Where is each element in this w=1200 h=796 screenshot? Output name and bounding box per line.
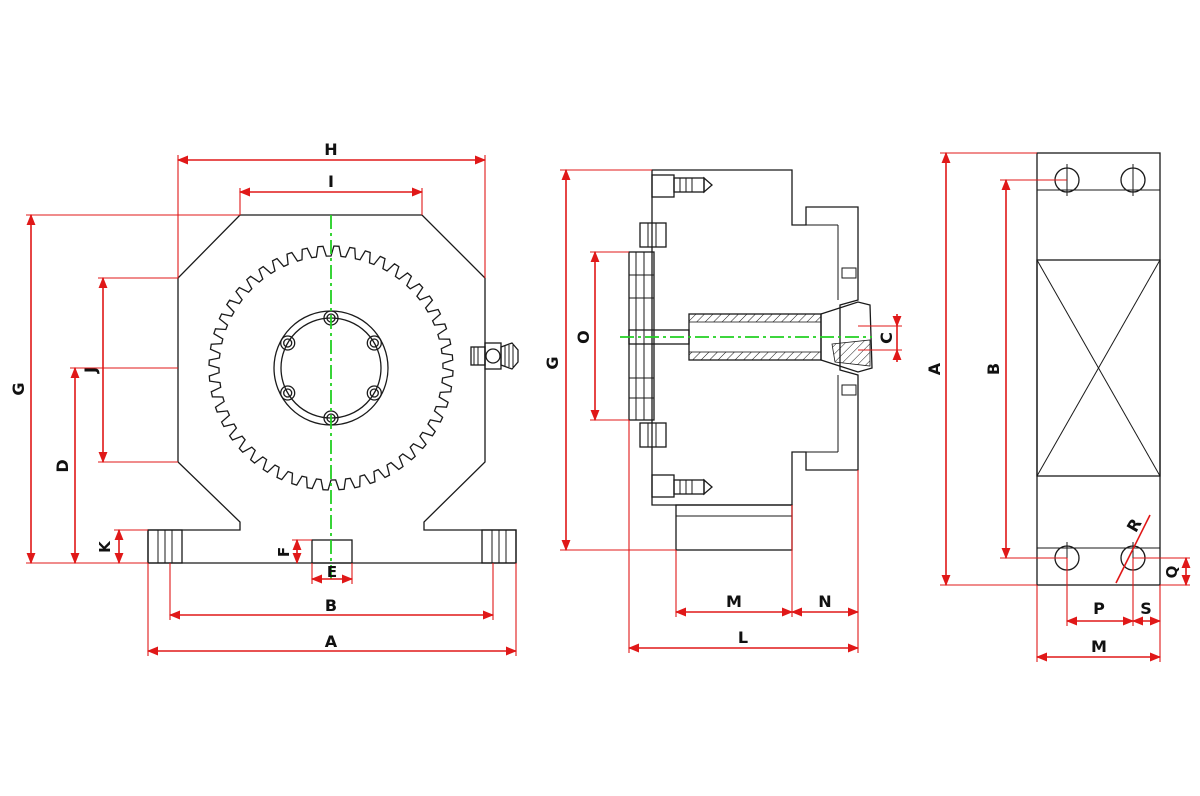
label-B-front: B xyxy=(325,596,337,615)
label-F: F xyxy=(275,547,293,557)
label-L: L xyxy=(738,628,748,647)
label-G-front: G xyxy=(9,382,28,395)
label-H: H xyxy=(324,140,337,159)
label-J: J xyxy=(81,367,100,374)
side-flange xyxy=(628,251,655,421)
label-S: S xyxy=(1140,599,1152,618)
upper-jaw-bolt xyxy=(639,174,713,248)
hub-bolt-hole xyxy=(283,338,293,348)
lower-jaw-bolt xyxy=(639,422,713,498)
hub-bolt-hole xyxy=(366,385,382,401)
right-base-slot xyxy=(481,529,517,564)
label-P: P xyxy=(1093,599,1105,618)
label-D: D xyxy=(53,459,72,472)
label-I: I xyxy=(328,172,334,191)
label-K: K xyxy=(96,540,114,553)
hub-bolt-hole xyxy=(283,388,293,398)
label-E: E xyxy=(327,563,337,581)
collet-nose xyxy=(820,301,873,373)
side-base-block xyxy=(675,504,793,551)
front-view: H I G J D K F E xyxy=(9,140,519,656)
left-base-slot xyxy=(147,529,183,564)
label-A-top: A xyxy=(925,362,944,375)
hub-bolt-hole xyxy=(366,335,382,351)
dim-R xyxy=(1115,514,1151,584)
center-key xyxy=(311,539,353,564)
hub-bolt-hole xyxy=(280,385,296,401)
label-A-front: A xyxy=(325,632,338,651)
hub-bolt-hole xyxy=(280,335,296,351)
hub-bolt-hole xyxy=(369,388,379,398)
label-O: O xyxy=(574,330,593,344)
label-B-top: B xyxy=(984,363,1003,375)
label-G-side: G xyxy=(543,356,562,369)
label-Q: Q xyxy=(1163,566,1181,579)
side-view: G O C M N L xyxy=(543,168,902,653)
side-body-outline xyxy=(651,169,859,506)
hub-bolt-holes xyxy=(280,310,382,426)
label-C: C xyxy=(877,332,896,344)
label-M-side: M xyxy=(726,592,742,611)
label-N: N xyxy=(818,592,831,611)
pneumatic-fitting-icon xyxy=(470,342,519,370)
top-view: A B R Q P S M xyxy=(925,151,1191,662)
hub-bolt-hole xyxy=(369,338,379,348)
top-center-panel xyxy=(1036,259,1161,477)
front-body-outline xyxy=(147,214,517,564)
label-M-top: M xyxy=(1091,637,1107,656)
gear-ring xyxy=(208,245,454,491)
mounting-bolt-icon xyxy=(1054,164,1146,574)
